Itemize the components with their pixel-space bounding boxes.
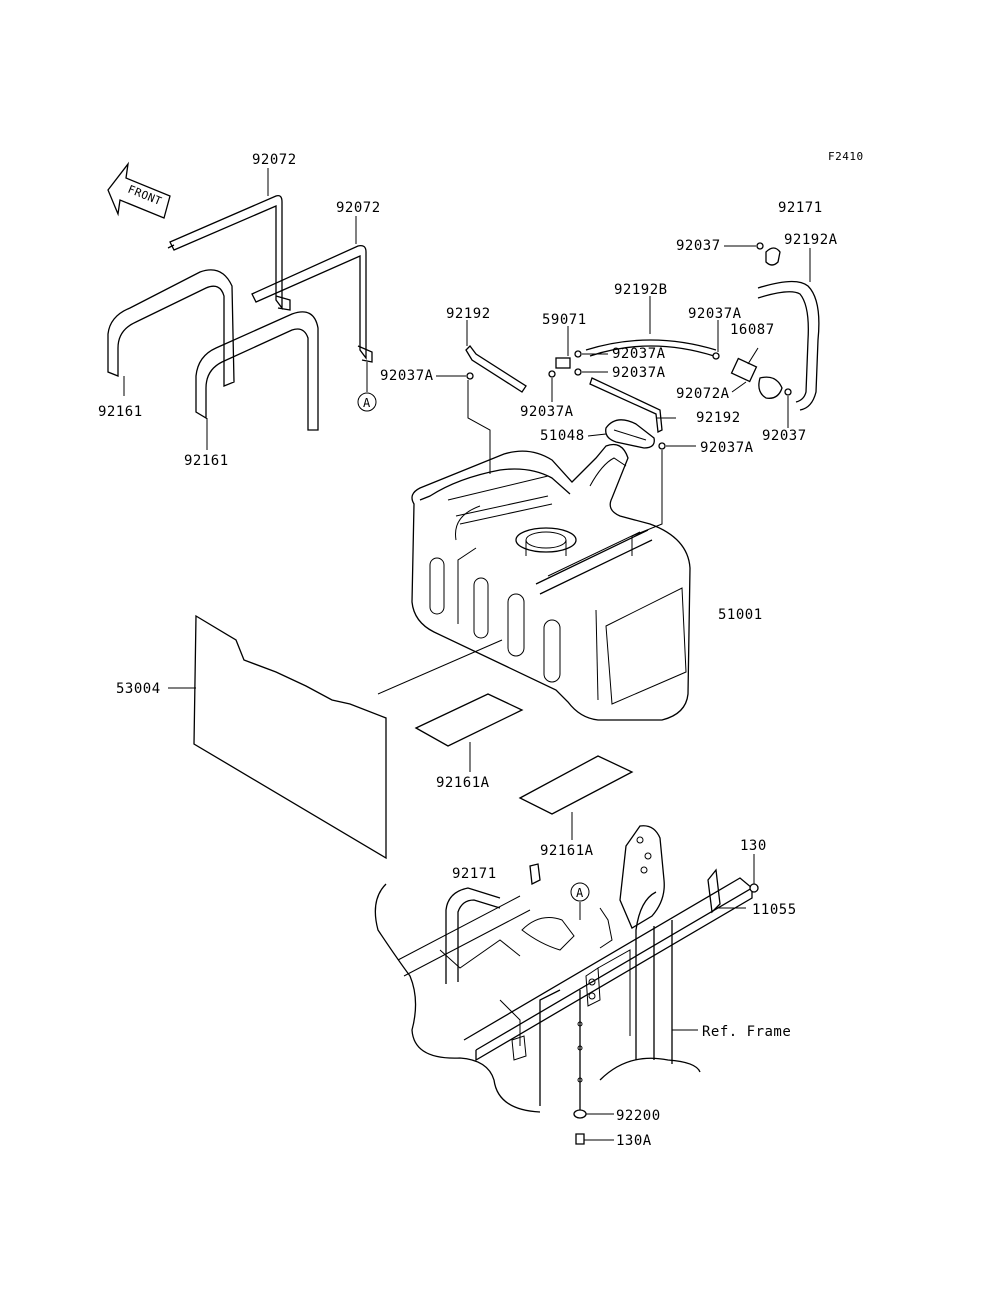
label-92037A-left: 92037A	[380, 368, 434, 384]
clamp-92171-top	[765, 247, 781, 266]
svg-text:A: A	[576, 886, 584, 900]
label-53004: 53004	[116, 681, 161, 697]
label-92192B: 92192B	[614, 282, 668, 298]
label-130A: 130A	[616, 1133, 652, 1149]
label-92037-bot: 92037	[762, 428, 807, 444]
label-92200: 92200	[616, 1108, 661, 1124]
joint-59071	[555, 326, 571, 369]
pad-53004	[168, 614, 503, 860]
label-92161A-b: 92161A	[540, 843, 594, 859]
clips-92037A	[466, 242, 792, 450]
washer-92200	[573, 1109, 614, 1119]
hose-92192A	[757, 248, 820, 411]
label-92072-a: 92072	[252, 152, 297, 168]
label-92171-bot: 92171	[452, 866, 497, 882]
label-92037A-tank: 92037A	[700, 440, 754, 456]
label-92192-left: 92192	[446, 306, 491, 322]
label-92161-a: 92161	[98, 404, 143, 420]
pad-92161A-a	[414, 693, 524, 772]
label-92037A-1: 92037A	[612, 346, 666, 362]
label-92037-top: 92037	[676, 238, 721, 254]
label-16087: 16087	[730, 322, 775, 338]
pad-92161-a	[107, 269, 235, 396]
leader-92072A	[731, 381, 747, 393]
label-92037A-right: 92037A	[688, 306, 742, 322]
label-59071: 59071	[542, 312, 587, 328]
label-92161-b: 92161	[184, 453, 229, 469]
clamp-92171-bot	[529, 863, 541, 885]
label-92037A-mid: 92037A	[520, 404, 574, 420]
hose-92192B	[585, 296, 717, 357]
bolt-130A	[575, 1133, 614, 1145]
ref-marker-a-top: A	[357, 362, 377, 412]
label-92192-right: 92192	[696, 410, 741, 426]
hose-92192-right	[589, 377, 663, 433]
label-130: 130	[740, 838, 767, 854]
fuel-tank-51001	[411, 443, 691, 721]
bolt-130	[749, 854, 759, 893]
label-92171-top: 92171	[778, 200, 823, 216]
strap-92072-b	[251, 216, 373, 363]
front-arrow-icon: FRONT	[107, 161, 171, 219]
strap-92072-a	[167, 168, 291, 311]
label-51048: 51048	[540, 428, 585, 444]
label-51001: 51001	[718, 607, 763, 623]
label-92161A-a: 92161A	[436, 775, 490, 791]
pad-92161-b	[195, 311, 319, 450]
leader-51048	[587, 433, 607, 437]
ref-marker-a-bot: A	[570, 882, 590, 920]
svg-text:A: A	[363, 396, 371, 410]
label-ref-frame: Ref. Frame	[702, 1024, 791, 1040]
label-11055: 11055	[752, 902, 797, 918]
label-92072-b: 92072	[336, 200, 381, 216]
label-92072A: 92072A	[676, 386, 730, 402]
label-92037A-2: 92037A	[612, 365, 666, 381]
label-92192A: 92192A	[784, 232, 838, 248]
figure-id: F2410	[828, 150, 864, 163]
fuel-cap-51048	[605, 419, 655, 449]
filter-16087	[730, 347, 783, 399]
vehicle-frame	[374, 825, 754, 1113]
pad-92161A-b	[518, 755, 634, 840]
hose-92192-left	[465, 320, 527, 393]
